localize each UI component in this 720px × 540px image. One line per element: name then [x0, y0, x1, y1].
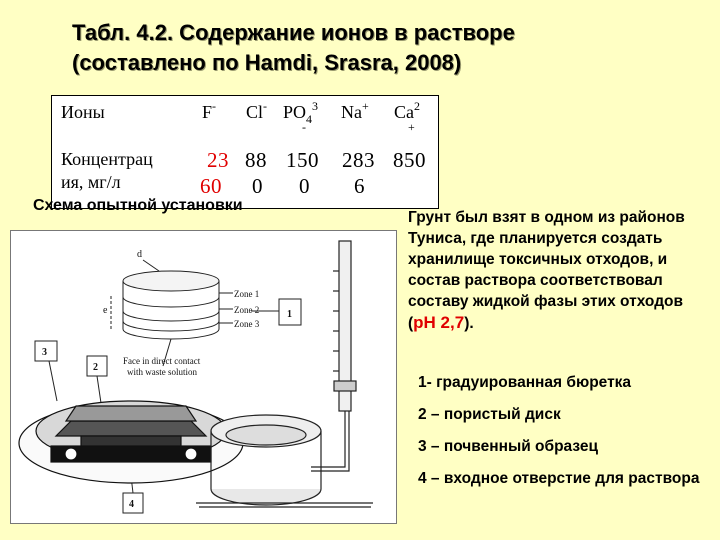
value-na-2: 6	[354, 174, 365, 198]
label-3: 3	[42, 347, 47, 358]
label-zone-2: Zone 2	[234, 305, 259, 315]
title-line-1: Табл. 4.2. Содержание ионов в растворе	[72, 20, 515, 45]
legend-item-2: 2 – пористый диск	[418, 406, 561, 423]
row-label-conc-1: Концентрац	[61, 149, 153, 169]
face-note-2: with waste solution	[127, 367, 197, 377]
value-cl-1: 88	[245, 148, 267, 172]
ion-po4: PO43	[283, 99, 319, 126]
cell-cylinder-drawing	[34, 259, 302, 514]
experiment-setup-figure: d e Zone 1 Zone 2 Zone 3 1 2 3 4 Face in…	[10, 230, 397, 524]
ion-po4-charge: -	[302, 120, 306, 134]
base-assembly-drawing	[18, 400, 244, 484]
label-e: e	[103, 305, 108, 316]
slide-title: Табл. 4.2. Содержание ионов в растворе (…	[72, 18, 692, 78]
label-4: 4	[129, 499, 134, 510]
label-d: d	[137, 249, 142, 260]
legend-item-1: 1- градуированная бюретка	[418, 374, 632, 391]
ion-na: Na+	[341, 99, 369, 122]
label-1: 1	[287, 309, 292, 320]
ion-table: Ионы F- Cl- PO43 - Na+ Ca2 + Концентрац …	[51, 95, 439, 209]
scheme-caption: Схема опытной установки	[33, 197, 243, 214]
figure-labels: d e Zone 1 Zone 2 Zone 3 1 2 3 4 Face in…	[42, 249, 292, 510]
ph-value: рН 2,7	[413, 313, 465, 332]
value-po4-1: 150	[286, 148, 319, 172]
title-line-2: (составлено по Hamdi, Srasra, 2008)	[72, 50, 462, 75]
ion-ca-charge: +	[408, 120, 415, 134]
value-ca-1: 850	[393, 148, 426, 172]
row-header-ions: Ионы	[61, 102, 105, 122]
value-na-1: 283	[342, 148, 375, 172]
ion-cl: Cl-	[246, 99, 268, 122]
value-po4-2: 0	[299, 174, 310, 198]
value-f-1: 23	[207, 148, 229, 172]
row-label-conc-2: ия, мг/л	[61, 172, 121, 192]
burette-apparatus-drawing	[196, 240, 373, 508]
ion-f: F-	[202, 99, 217, 122]
legend-item-4: 4 – входное отверстие для раствора	[418, 470, 700, 487]
face-note-1: Face in direct contact	[123, 356, 201, 366]
value-f-2: 60	[200, 174, 222, 198]
label-zone-3: Zone 3	[234, 319, 260, 329]
label-zone-1: Zone 1	[234, 289, 259, 299]
description-text: Грунт был взят в одном из районов Туниса…	[408, 209, 685, 332]
ion-ca: Ca2	[394, 99, 420, 122]
label-2: 2	[93, 362, 98, 373]
legend-item-3: 3 – почвенный образец	[418, 438, 599, 455]
value-cl-2: 0	[252, 174, 263, 198]
